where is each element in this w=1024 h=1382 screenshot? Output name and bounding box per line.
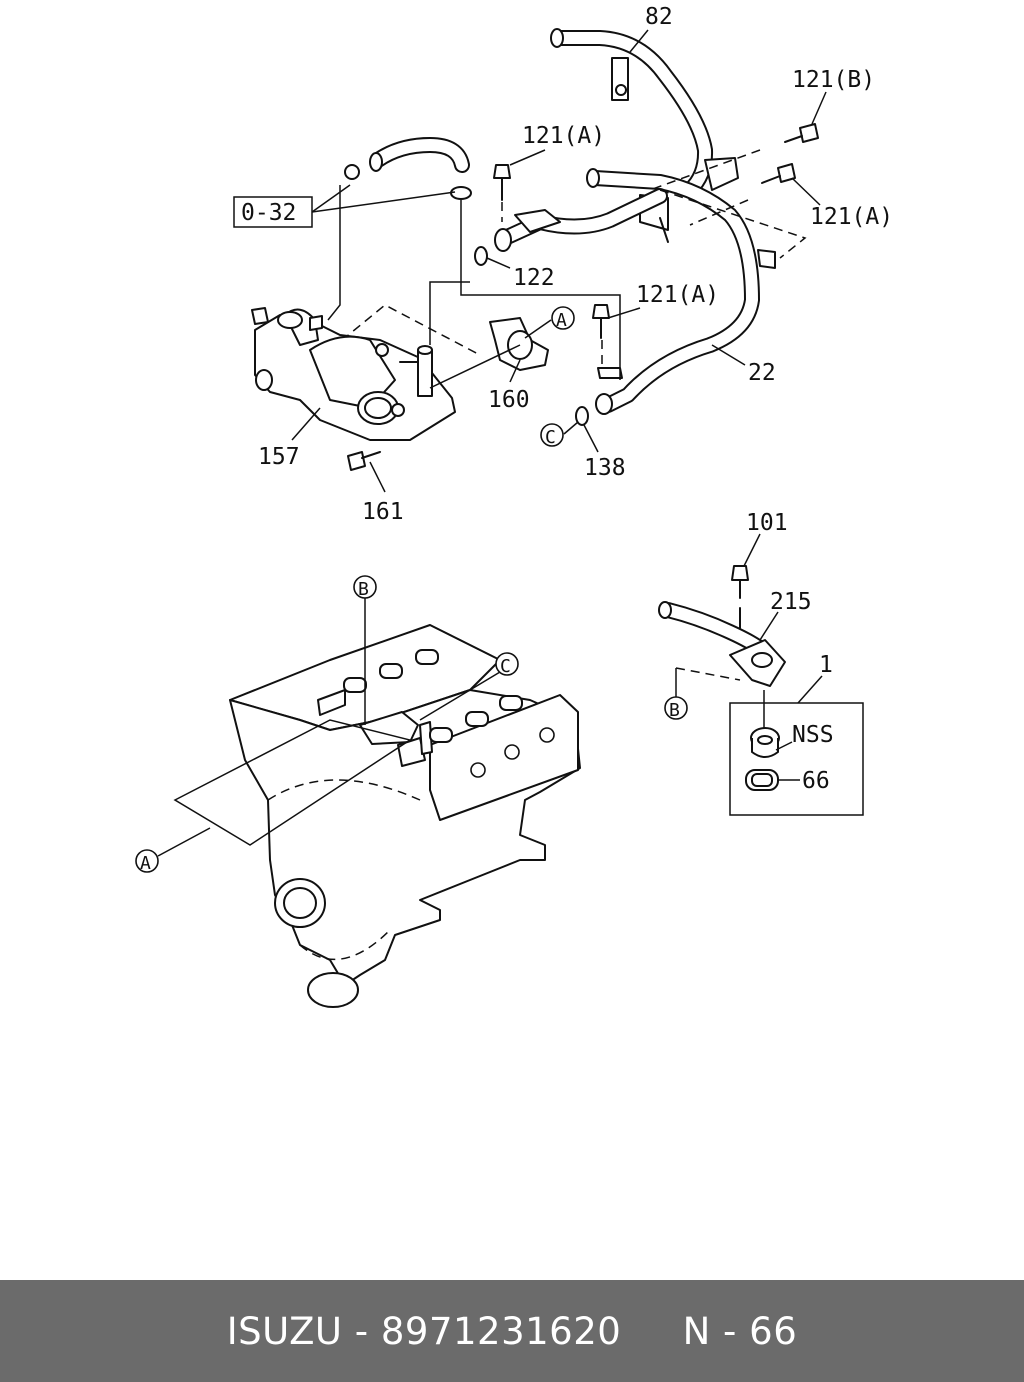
ref-c-engine: C: [495, 652, 519, 677]
svg-text:1: 1: [819, 652, 833, 678]
pipe-22: [586, 168, 776, 415]
svg-text:157: 157: [258, 444, 300, 470]
label-121a-top: 121(A): [509, 123, 605, 166]
ref-b-engine: B: [353, 575, 377, 600]
gasket-122: [474, 246, 488, 266]
engine-block: [229, 624, 581, 1008]
thermostat-nss: [750, 727, 780, 758]
label-161: 161: [362, 461, 404, 525]
footer-brand: ISUZU: [226, 1309, 343, 1353]
bolt-161: [347, 451, 381, 471]
svg-text:122: 122: [513, 265, 555, 291]
label-121a-mid: 121(A): [607, 282, 719, 319]
bolt-121b: [784, 123, 819, 143]
water-pipe-215: [658, 601, 786, 687]
label-215: 215: [759, 589, 812, 641]
footer-caption: ISUZU - 8971231620 N - 66: [227, 1310, 798, 1353]
intake-manifold-gaskets-right: [429, 695, 523, 743]
svg-text:101: 101: [746, 510, 788, 536]
svg-text:121(A): 121(A): [522, 123, 605, 149]
intake-manifold-gaskets-left: [343, 649, 439, 693]
seal-66: [745, 769, 779, 791]
bolt-121a-right: [761, 163, 796, 184]
gasket-138: [575, 406, 589, 426]
svg-text:0-32: 0-32: [241, 200, 296, 226]
footer-separator: -: [354, 1309, 369, 1353]
ref-a-top: A: [524, 306, 575, 339]
label-1: 1: [797, 652, 833, 704]
svg-text:NSS: NSS: [792, 722, 834, 748]
label-122: 122: [486, 257, 555, 291]
svg-text:121(A): 121(A): [636, 282, 719, 308]
svg-text:B: B: [669, 700, 680, 721]
svg-text:C: C: [500, 656, 511, 677]
ref-b-right: B: [664, 696, 688, 721]
label-82: 82: [629, 4, 673, 53]
footer-bar: ISUZU - 8971231620 N - 66: [0, 1280, 1024, 1382]
svg-text:82: 82: [645, 4, 673, 30]
water-outlet-housing-157: [251, 304, 481, 441]
bolt-121a-top: [493, 164, 511, 201]
svg-text:66: 66: [802, 768, 830, 794]
label-157: 157: [258, 407, 321, 470]
upper-hose: [344, 137, 472, 200]
kit-box-1: [729, 702, 864, 816]
label-22: 22: [711, 344, 776, 386]
svg-text:121(A): 121(A): [810, 204, 893, 230]
svg-text:138: 138: [584, 455, 626, 481]
svg-text:C: C: [545, 427, 556, 448]
label-nss: NSS: [775, 722, 834, 751]
svg-text:121(B): 121(B): [792, 67, 875, 93]
ref-a-engine: A: [135, 827, 211, 874]
ref-c-top: C: [540, 421, 579, 448]
svg-text:22: 22: [748, 360, 776, 386]
footer-page-ref: N - 66: [682, 1309, 798, 1353]
svg-text:A: A: [140, 853, 151, 874]
label-66: 66: [778, 768, 830, 794]
label-0-32: 0-32: [233, 184, 456, 228]
bolt-121a-mid: [592, 304, 623, 379]
label-101: 101: [743, 510, 788, 567]
svg-text:215: 215: [770, 589, 812, 615]
svg-text:B: B: [358, 579, 369, 600]
svg-text:160: 160: [488, 387, 530, 413]
label-121a-right: 121(A): [791, 177, 893, 230]
svg-text:A: A: [556, 310, 567, 331]
label-121b: 121(B): [792, 67, 875, 125]
bolt-101: [731, 565, 749, 629]
label-160: 160: [488, 359, 530, 413]
pipe-branch: [494, 188, 668, 252]
svg-text:161: 161: [362, 499, 404, 525]
parts-diagram: 82 121(B) 121(A) 121(A) 121(A) 0-32 122 …: [135, 4, 893, 1008]
pipe-82: [550, 28, 739, 198]
label-138: 138: [583, 424, 626, 481]
footer-part-number: 8971231620: [380, 1309, 622, 1353]
